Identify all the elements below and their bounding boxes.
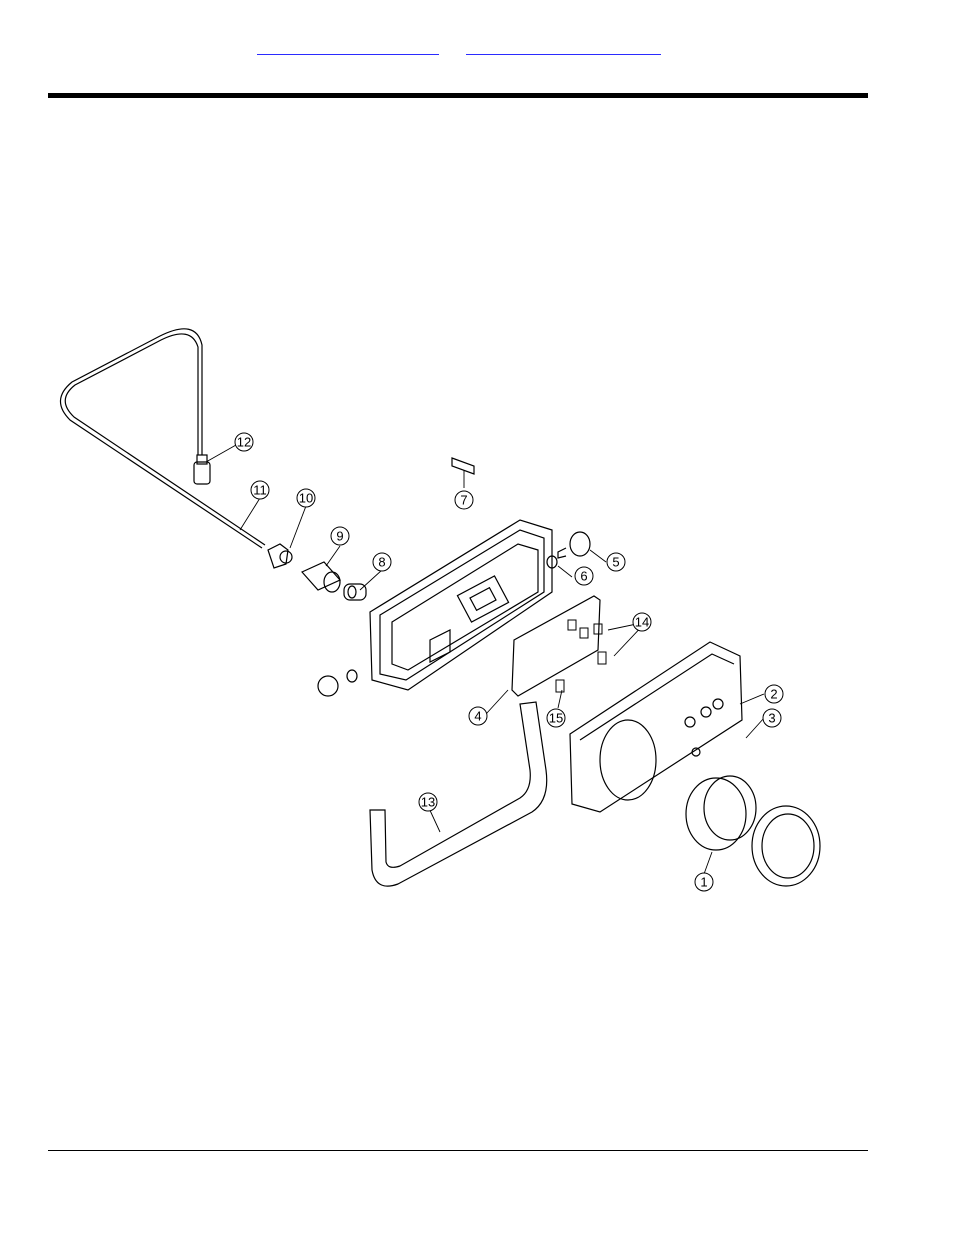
- callout-number: 6: [580, 569, 587, 584]
- callout-number: 1: [700, 875, 707, 890]
- footer-divider: [48, 1150, 868, 1151]
- callout-number: 12: [237, 435, 251, 450]
- callout-number: 3: [768, 711, 775, 726]
- callout-number: 10: [299, 491, 313, 506]
- callout-number: 15: [549, 711, 563, 726]
- header-link-left[interactable]: [257, 40, 439, 55]
- callout-number: 13: [421, 795, 435, 810]
- header-divider: [48, 93, 868, 98]
- callout-number: 7: [460, 493, 467, 508]
- callout-number: 8: [378, 555, 385, 570]
- callout-number: 11: [253, 483, 267, 498]
- callout-number: 9: [336, 529, 343, 544]
- callout-number: 14: [635, 615, 649, 630]
- callout-number: 5: [612, 555, 619, 570]
- callout-number: 2: [770, 687, 777, 702]
- header-link-right[interactable]: [466, 40, 661, 55]
- callout-number: 4: [474, 709, 481, 724]
